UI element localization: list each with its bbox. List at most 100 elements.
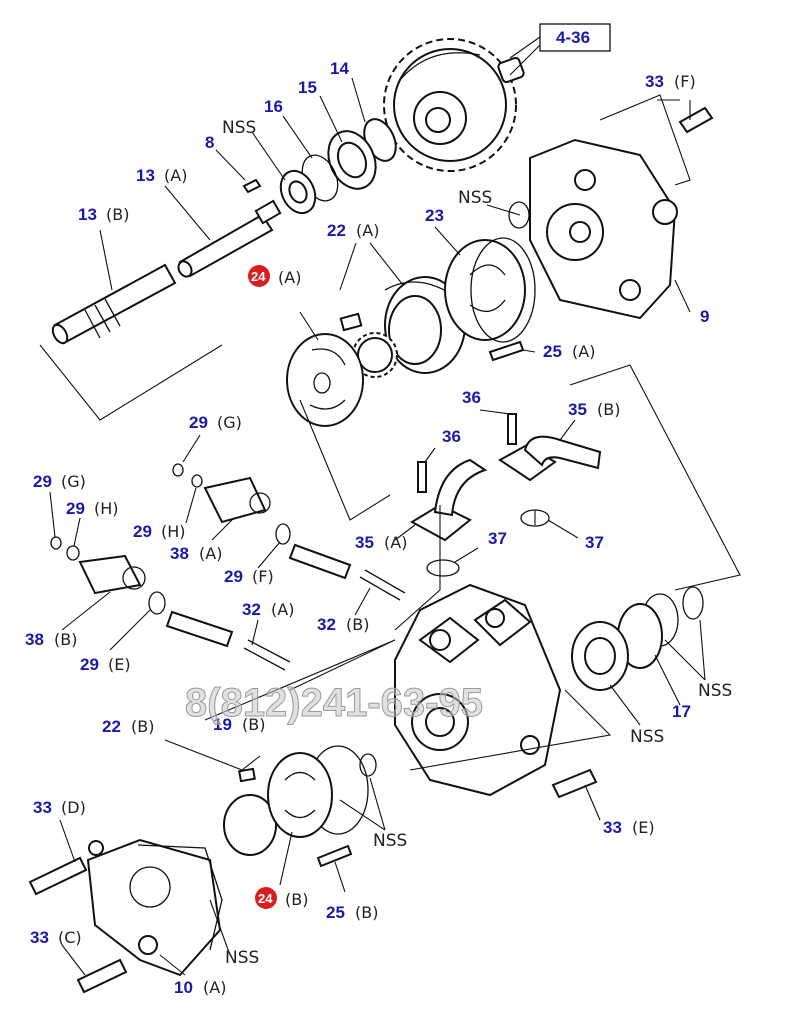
pin-25a	[488, 340, 525, 362]
callout-13b: 13(B)	[78, 205, 129, 224]
callout-24a: 24 (A)	[248, 265, 301, 287]
phone-watermark: 8(812)241-63-95	[185, 681, 483, 725]
leader-lines	[39, 36, 741, 976]
callout-32a: 32(A)	[242, 600, 294, 619]
callout-22b: 22(B)	[102, 717, 154, 736]
small-gear	[352, 332, 398, 378]
shaft-13a	[177, 199, 282, 278]
callout-8: 8	[205, 133, 214, 152]
callout-33d: 33 (D)	[33, 798, 86, 817]
svg-text:(G): (G)	[217, 413, 242, 432]
callout-29h-top: 29(H)	[133, 522, 186, 541]
svg-text:35: 35	[355, 533, 374, 552]
svg-text:37: 37	[488, 529, 507, 548]
svg-text:33: 33	[603, 818, 622, 837]
callout-13a: 13 (A)	[136, 166, 187, 185]
svg-text:33: 33	[33, 798, 52, 817]
svg-text:37: 37	[585, 533, 604, 552]
svg-text:(E): (E)	[108, 655, 131, 674]
svg-text:(B): (B)	[131, 717, 154, 736]
callout-14: 14	[330, 59, 349, 78]
rear-cover-10a	[86, 838, 223, 977]
svg-text:(B): (B)	[355, 903, 378, 922]
pin-25b	[316, 844, 353, 868]
callout-23: 23	[425, 206, 444, 225]
callout-38b: 38(B)	[25, 630, 77, 649]
callout-33c: 33(C)	[30, 928, 82, 947]
svg-text:(A): (A)	[356, 221, 379, 240]
pump-housing	[394, 583, 562, 797]
callout-33f: 33(F)	[645, 72, 696, 91]
svg-text:(F): (F)	[674, 72, 696, 91]
plate-24a	[286, 333, 364, 427]
valve-spools	[165, 543, 406, 671]
svg-text:(E): (E)	[632, 818, 655, 837]
nss-label: NSS	[225, 948, 259, 968]
callout-19b: 19 (B)	[213, 715, 265, 734]
fitting-38a	[203, 476, 271, 524]
cover-9	[508, 138, 678, 320]
callout-36b: 36	[442, 427, 461, 446]
callout-22a: 22 (A)	[327, 221, 379, 240]
bolt-33f	[678, 106, 714, 134]
svg-text:33: 33	[30, 928, 49, 947]
svg-text:(A): (A)	[278, 268, 301, 287]
callout-35a: 35(A)	[355, 533, 407, 552]
svg-text:(H): (H)	[94, 499, 119, 518]
svg-text:35: 35	[568, 400, 587, 419]
svg-text:4-36: 4-36	[556, 28, 590, 47]
callout-16: 16	[264, 97, 283, 116]
svg-text:23: 23	[425, 206, 444, 225]
nss-label: NSS	[373, 831, 407, 851]
svg-text:8: 8	[205, 133, 214, 152]
rear-rotor	[223, 767, 277, 856]
svg-text:(B): (B)	[597, 400, 620, 419]
plate-24b	[267, 752, 333, 838]
svg-text:(D): (D)	[61, 798, 86, 817]
nss-label: NSS	[458, 188, 492, 208]
svg-text:(B): (B)	[242, 715, 265, 734]
svg-text:29: 29	[80, 655, 99, 674]
svg-text:22: 22	[327, 221, 346, 240]
svg-text:29: 29	[189, 413, 208, 432]
svg-text:(B): (B)	[106, 205, 129, 224]
bolt-33e	[551, 768, 598, 799]
svg-text:29: 29	[66, 499, 85, 518]
svg-text:(B): (B)	[346, 615, 369, 634]
callout-37a: 37	[488, 529, 507, 548]
vane-piece-a	[339, 312, 363, 332]
nss-label: NSS	[630, 727, 664, 747]
svg-text:(A): (A)	[199, 544, 222, 563]
drive-gear	[383, 38, 525, 172]
svg-text:17: 17	[672, 702, 691, 721]
callout-37b: 37	[585, 533, 604, 552]
callout-4-36: 4-36	[539, 23, 611, 52]
svg-text:38: 38	[170, 544, 189, 563]
callout-36a: 36	[462, 388, 481, 407]
svg-text:16: 16	[264, 97, 283, 116]
svg-text:36: 36	[462, 388, 481, 407]
callout-9: 9	[700, 307, 709, 326]
pipe-35b	[498, 413, 602, 482]
svg-text:13: 13	[136, 166, 155, 185]
bearing-ring-set	[279, 118, 397, 215]
svg-text:15: 15	[298, 78, 317, 97]
svg-text:32: 32	[242, 600, 261, 619]
callout-24b: 24 (B)	[255, 887, 308, 909]
svg-text:36: 36	[442, 427, 461, 446]
svg-text:29: 29	[133, 522, 152, 541]
svg-text:29: 29	[33, 472, 52, 491]
svg-text:(G): (G)	[61, 472, 86, 491]
callout-10a: 10(A)	[174, 978, 226, 997]
callout-25a: 25(A)	[543, 342, 595, 361]
callout-17: 17	[672, 702, 691, 721]
svg-text:(A): (A)	[164, 166, 187, 185]
svg-text:10: 10	[174, 978, 193, 997]
svg-text:19: 19	[213, 715, 232, 734]
svg-text:24: 24	[258, 891, 273, 906]
pipe-35a	[409, 458, 488, 542]
fitting-38b	[78, 554, 146, 595]
callout-29g-top: 29 (G)	[189, 413, 242, 432]
svg-text:(A): (A)	[572, 342, 595, 361]
